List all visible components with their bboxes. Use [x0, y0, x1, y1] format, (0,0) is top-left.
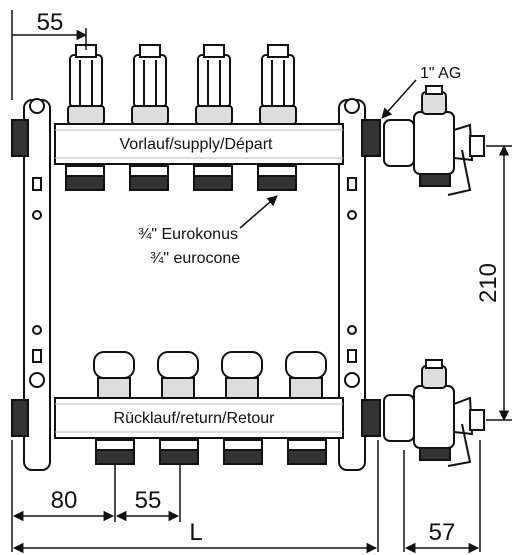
return-cap-3	[221, 351, 263, 399]
return-outlet-3	[223, 439, 263, 465]
return-outlets	[95, 439, 327, 465]
supply-outlet-2	[129, 165, 169, 191]
return-outlet-2	[159, 439, 199, 465]
flow-meter-2	[131, 44, 169, 125]
supply-outlets	[65, 165, 297, 191]
eurocone-label-de: ¾" Eurokonus	[138, 226, 238, 243]
return-ball-valve	[383, 359, 485, 467]
eurocone-label-en: ¾" eurocone	[150, 250, 240, 267]
connection-thread-label: 1" AG	[420, 65, 461, 82]
supply-bar-label: Vorlauf/supply/Départ	[120, 136, 274, 153]
return-bar	[54, 397, 344, 439]
dim-valve-width-value: 57	[429, 519, 456, 546]
dim-outlet-spacing-top-value: 55	[37, 9, 64, 36]
right-bracket	[338, 98, 381, 471]
return-cap-1	[93, 351, 135, 399]
supply-outlet-1	[65, 165, 105, 191]
dim-bar-distance	[486, 144, 512, 422]
return-outlet-4	[287, 439, 327, 465]
dim-overall-length-value: L	[189, 519, 202, 546]
left-bracket	[11, 98, 51, 471]
dim-bar-distance-value: 210	[475, 263, 502, 303]
dim-end-to-first-outlet-value: 80	[51, 487, 78, 514]
supply-flow-meters	[67, 44, 297, 125]
return-cap-2	[157, 351, 199, 399]
supply-ball-valve	[383, 85, 485, 196]
return-caps	[93, 351, 327, 399]
return-bar-label: Rücklauf/return/Retour	[114, 410, 276, 427]
return-outlet-1	[95, 439, 135, 465]
supply-bar	[54, 123, 344, 165]
eurocone-leader	[239, 195, 278, 229]
return-cap-4	[285, 351, 327, 399]
supply-outlet-4	[257, 165, 297, 191]
flow-meter-4	[259, 44, 297, 125]
dim-extension-lines	[11, 440, 481, 552]
dim-outlet-spacing-top	[11, 10, 88, 100]
flow-meter-1	[67, 44, 105, 125]
dim-outlet-spacing-bottom-value: 55	[135, 487, 162, 514]
supply-outlet-3	[193, 165, 233, 191]
connection-thread-leader	[381, 79, 417, 119]
flow-meter-3	[195, 44, 233, 125]
